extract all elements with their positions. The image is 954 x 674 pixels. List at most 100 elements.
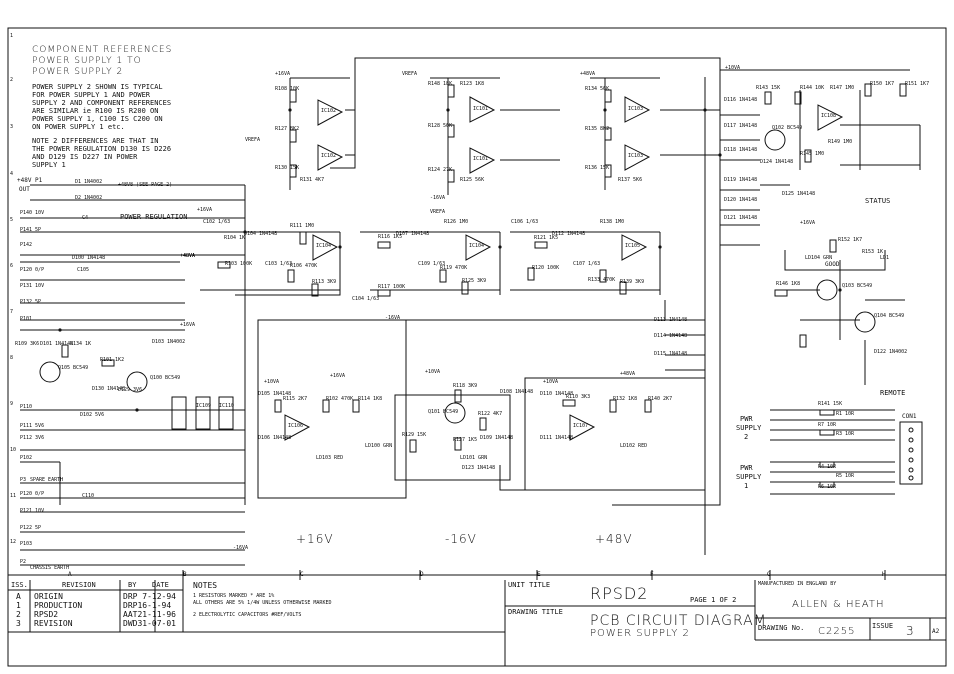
- spare-earth-label: SPARE EARTH: [30, 477, 64, 483]
- grid-col-label: A: [68, 571, 72, 578]
- grid-row-label: 11: [10, 493, 17, 499]
- resistor-label: R115 2K7: [283, 396, 308, 402]
- resistor-label: R140 2K7: [648, 396, 673, 402]
- connector-p103: P103: [20, 541, 33, 547]
- grid-row-label: 8: [10, 355, 14, 361]
- grid-col-label: F: [650, 571, 654, 578]
- drawing-no: C2255: [818, 626, 856, 637]
- resistor-label: R4 10R: [818, 464, 837, 470]
- resistor-label: R145 1M0: [800, 151, 825, 157]
- ic-label: IC109: [196, 403, 212, 409]
- grid-row-label: 7: [10, 309, 14, 315]
- resistor-label: R130 15K: [275, 165, 300, 171]
- resistor-label: R149 1M0: [828, 139, 853, 145]
- good-label: GOOD: [825, 261, 840, 268]
- rev-row-revision: ORIGIN: [34, 592, 63, 601]
- grid-row-label: 3: [10, 124, 14, 130]
- ic-label: IC110: [219, 403, 235, 409]
- transistor-label: Q100 BC549: [150, 375, 181, 381]
- led-label: LD102 RED: [620, 443, 648, 449]
- rev-row-by-date: AAT21-11-96: [123, 610, 176, 619]
- resistor-label: R128 56K: [428, 123, 453, 129]
- ic-label: IC105: [625, 243, 641, 249]
- notes-heading-line-2: POWER SUPPLY 1 TO: [32, 56, 142, 66]
- resistor-label: R148 18K: [428, 81, 453, 87]
- grid-row-label: 9: [10, 401, 14, 407]
- unit-title: RPSD2: [590, 584, 649, 603]
- notes-item: ALL OTHERS ARE 5% 1/4W UNLESS OTHERWISE …: [193, 600, 332, 606]
- grid-col-label: E: [537, 571, 541, 578]
- diode-label: D113 1N4148: [654, 317, 688, 323]
- rail-label: +10VA: [264, 379, 280, 385]
- ic-label: IC107: [573, 423, 589, 429]
- rail-label: +10VA: [543, 379, 559, 385]
- resistor-label: R118 3K9: [453, 383, 478, 389]
- connector-p121: P121 10V: [20, 508, 45, 514]
- rev-row-by-date: DWD31-07-01: [123, 619, 176, 628]
- resistor-label: R103 100K: [225, 261, 253, 267]
- resistor-label: R120 100K: [532, 265, 560, 271]
- notes-para1-line-5: POWER SUPPLY 1, C100 IS C200 ON: [32, 115, 163, 123]
- capacitor-label: C110: [82, 493, 95, 499]
- resistor-label: R137 5K6: [618, 177, 643, 183]
- connector-pins: [908, 427, 914, 481]
- resistor-label: R7 10R: [818, 422, 837, 428]
- diode-label: D118 1N4148: [724, 147, 758, 153]
- resistor-label: R147 1M0: [830, 85, 855, 91]
- connector-p110: P110: [20, 404, 33, 410]
- rail-label: -16VA: [430, 195, 446, 201]
- ic-label: IC101: [473, 156, 489, 162]
- ic-label: IC102: [321, 153, 337, 159]
- rail-label: +16VA: [197, 207, 213, 213]
- circuit-wiring: [20, 57, 923, 566]
- ic-label: IC104: [469, 243, 485, 249]
- notes-title: NOTES: [193, 581, 218, 590]
- notes-heading-line-1: COMPONENT REFERENCES: [32, 45, 173, 55]
- resistor-label: R127 1K5: [453, 437, 478, 443]
- diode-label: D114 1N4148: [654, 333, 688, 339]
- led-label: LD104 GRN: [805, 255, 833, 261]
- notes-para1-line-2: FOR POWER SUPPLY 1 AND POWER: [32, 91, 151, 99]
- connector-p131: P131 10V: [20, 283, 45, 289]
- resistor-label: R151 1K7: [905, 81, 930, 87]
- grid-row-label: 2: [10, 77, 14, 83]
- notes-item: 1 RESISTORS MARKED * ARE 1%: [193, 593, 275, 599]
- resistor-label: R104 1K: [224, 235, 246, 241]
- grid-row-label: 6: [10, 263, 14, 269]
- resistor-label: R109 3K6: [15, 341, 40, 347]
- company-name: ALLEN & HEATH: [792, 599, 885, 610]
- capacitor-label: C104 1/63: [352, 296, 380, 302]
- rev-header-iss: ISS.: [11, 581, 28, 589]
- resistor-label: R122 4K7: [478, 411, 503, 417]
- connector-p142: P142: [20, 242, 33, 248]
- capacitor-label: C4: [82, 215, 89, 221]
- notes-para2-line-4: SUPPLY 1: [32, 161, 66, 169]
- diode-label: D102 5V6: [80, 412, 105, 418]
- transistor-symbols: [39, 129, 876, 424]
- con1-label: CON1: [902, 413, 917, 420]
- diode-label: D112 1N4148: [552, 231, 586, 237]
- resistor-label: R153 1K: [862, 249, 884, 255]
- rail-label: -16VA: [385, 315, 401, 321]
- rev-header-by: BY: [128, 581, 137, 589]
- ic-label: IC102: [321, 108, 337, 114]
- connector-p2: P2: [20, 559, 27, 565]
- diode-label: D122 1N4002: [874, 349, 908, 355]
- diode-label: D123 1N4148: [462, 465, 496, 471]
- rev-row-iss: 1: [16, 601, 21, 610]
- ic-label: IC101: [473, 106, 489, 112]
- diode-label: D129 3V6: [118, 387, 143, 393]
- resistor-label: R101 1K2: [100, 357, 125, 363]
- diode-label: D116 1N4148: [724, 97, 758, 103]
- resistor-label: R3 10R: [836, 431, 855, 437]
- chassis-earth-label: CHASSIS EARTH: [30, 565, 70, 571]
- connector-p141: P141 5P: [20, 227, 42, 233]
- resistor-label: R116 1K5: [378, 234, 403, 240]
- rail-label: VREFA: [245, 137, 261, 143]
- grid-col-label: D: [420, 571, 424, 578]
- resistor-label: R133 470K: [588, 277, 616, 283]
- notes-para1-line-1: POWER SUPPLY 2 SHOWN IS TYPICAL: [32, 83, 163, 91]
- group-voltage-plus48: +48V: [595, 532, 633, 546]
- rail-label: +48VA: [620, 371, 636, 377]
- ic-label: IC106: [288, 423, 304, 429]
